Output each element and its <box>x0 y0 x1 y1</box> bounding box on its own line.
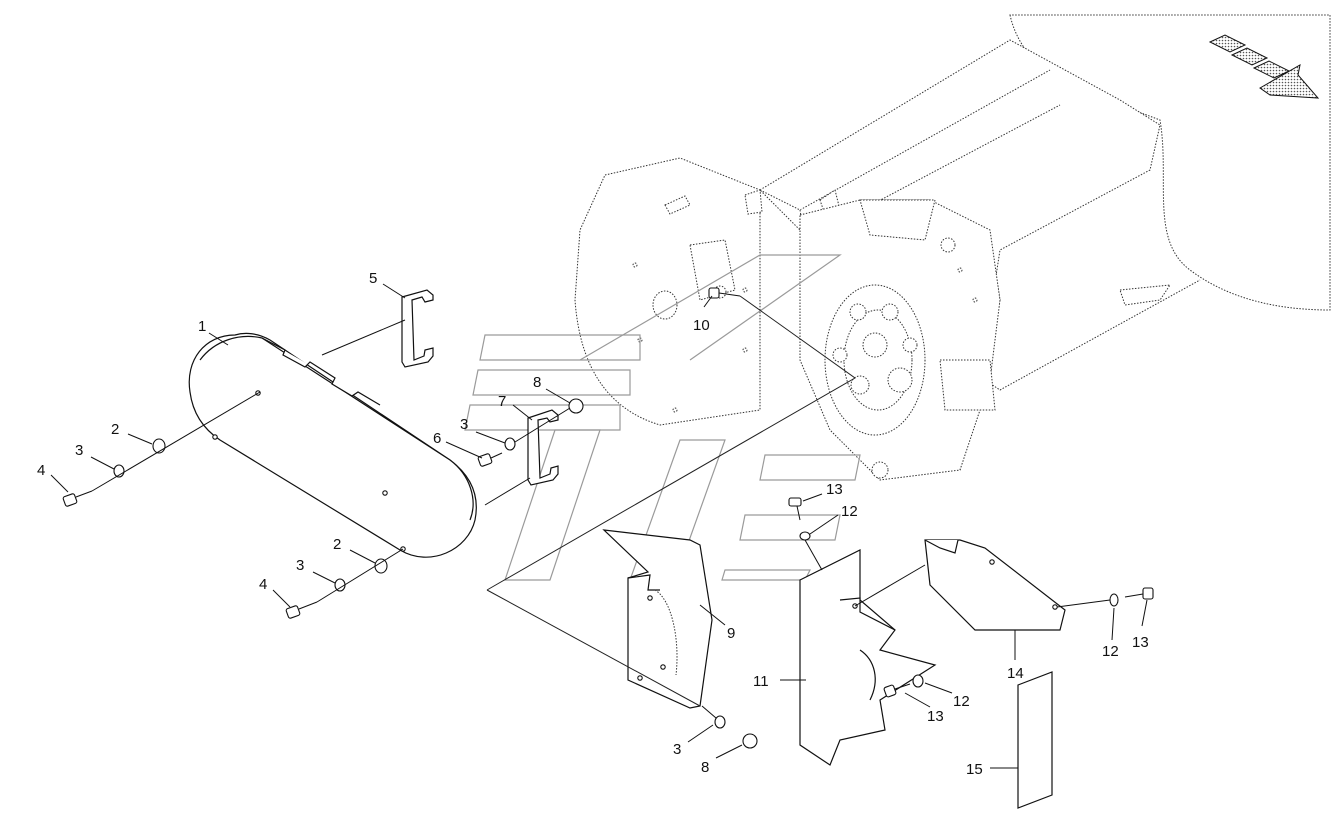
nut-8-a <box>568 398 584 414</box>
callout-12: 12 <box>841 503 858 520</box>
washer-3-c <box>504 437 516 451</box>
washer-12-b <box>912 674 924 688</box>
callout-3: 3 <box>460 416 468 433</box>
part-9-guard <box>602 529 713 709</box>
washer-3-d <box>714 715 726 729</box>
bolt-13-c <box>1124 587 1154 600</box>
bolt-13-a <box>788 497 802 521</box>
bolt-13-b <box>883 683 911 698</box>
callout-2: 2 <box>333 536 341 553</box>
part-14-guard <box>924 539 1066 631</box>
part-5-bracket <box>401 289 434 368</box>
part-1-belt-cover <box>188 332 477 558</box>
part-7-bracket <box>527 409 559 486</box>
machine-housing <box>574 14 1331 481</box>
callout-13: 13 <box>1132 634 1149 651</box>
callout-labels: 1 2 3 4 2 3 4 5 6 3 7 8 9 10 11 13 12 13… <box>37 270 1149 778</box>
washer-2-a <box>152 438 166 454</box>
callout-7: 7 <box>498 393 506 410</box>
callout-12: 12 <box>1102 643 1119 660</box>
callout-13: 13 <box>826 481 843 498</box>
bolt-4-lower <box>285 601 318 619</box>
callout-4: 4 <box>37 462 45 479</box>
callout-5: 5 <box>369 270 377 287</box>
callout-12: 12 <box>953 693 970 710</box>
travel-direction-arrow-icon <box>1208 34 1320 99</box>
callout-leaders <box>50 283 1148 769</box>
callout-9: 9 <box>727 625 735 642</box>
callout-3: 3 <box>296 557 304 574</box>
nut-8-b <box>742 733 758 749</box>
part-15-plate <box>1017 671 1053 809</box>
callout-1: 1 <box>198 318 206 335</box>
callout-15: 15 <box>966 761 983 778</box>
washer-2-b <box>374 558 388 574</box>
bolt-6 <box>477 452 503 467</box>
washer-3-b <box>334 578 346 592</box>
hardware <box>62 287 1154 749</box>
callout-3: 3 <box>75 442 83 459</box>
part-11-panel <box>799 549 937 766</box>
assembly-lines <box>91 295 1111 719</box>
washer-12-a <box>799 531 811 541</box>
callout-11: 11 <box>753 673 769 690</box>
washer-12-c <box>1109 593 1119 607</box>
callout-8: 8 <box>533 374 541 391</box>
bolt-4-upper <box>62 490 93 507</box>
callout-4: 4 <box>259 576 267 593</box>
callout-6: 6 <box>433 430 441 447</box>
callout-14: 14 <box>1007 665 1024 682</box>
callout-13: 13 <box>927 708 944 725</box>
callout-10: 10 <box>693 317 710 334</box>
callout-8: 8 <box>701 759 709 776</box>
bolt-10 <box>708 287 741 299</box>
callout-3: 3 <box>673 741 681 758</box>
callout-2: 2 <box>111 421 119 438</box>
